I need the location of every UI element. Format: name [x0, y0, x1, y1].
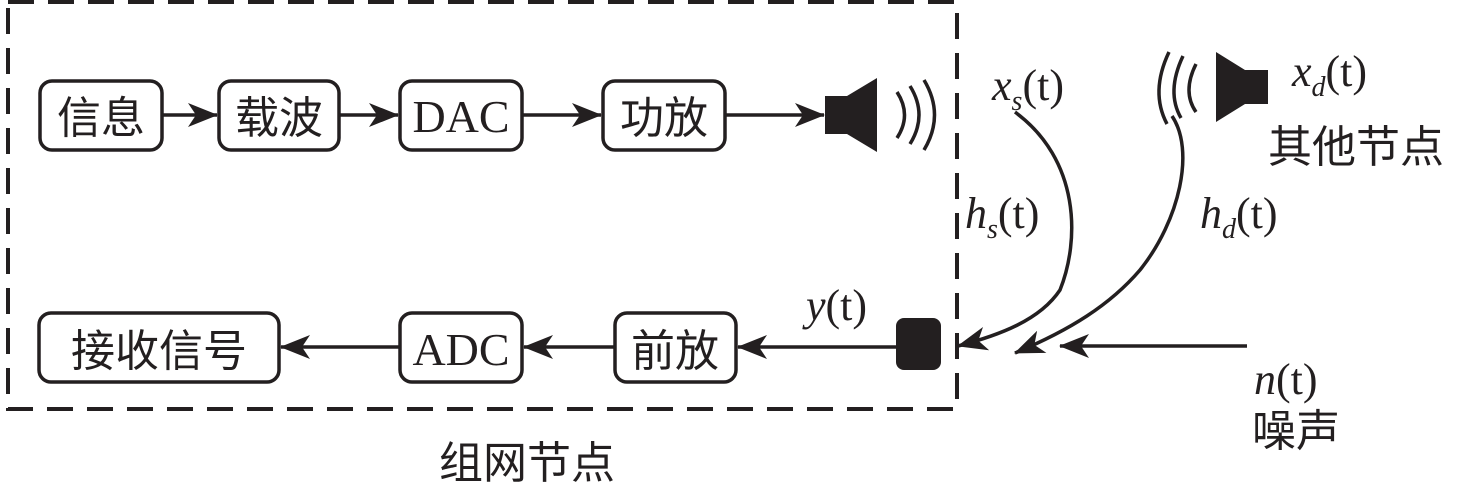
label-y: y(t)	[802, 281, 867, 330]
channel-path-hd	[1014, 115, 1185, 355]
rx-block-received[interactable]: 接收信号	[37, 311, 281, 384]
label-xd: xd(t)	[1291, 47, 1367, 103]
speaker-icon	[825, 78, 937, 152]
hydrophone-icon	[896, 318, 941, 370]
tx-block-carrier-label: 载波	[235, 93, 323, 144]
rx-block-preamp-label: 前放	[631, 326, 719, 377]
node-group-label: 组网节点	[439, 438, 615, 489]
rx-block-preamp[interactable]: 前放	[613, 311, 738, 384]
label-hs: hs(t)	[965, 189, 1039, 245]
tx-block-carrier[interactable]: 载波	[217, 79, 341, 152]
tx-block-dac-label: DAC	[412, 91, 509, 142]
other-speaker-icon	[1157, 51, 1268, 125]
rx-block-adc-label: ADC	[412, 324, 509, 375]
tx-block-info[interactable]: 信息	[38, 79, 164, 152]
other-node-label: 其他节点	[1268, 122, 1444, 173]
tx-block-pa-label: 功放	[620, 93, 708, 144]
channel-path-hs	[957, 110, 1074, 351]
label-n: n(t)	[1254, 355, 1318, 404]
tx-block-info-label: 信息	[57, 93, 145, 144]
rx-block-received-label: 接收信号	[71, 326, 247, 377]
tx-block-pa[interactable]: 功放	[601, 79, 727, 152]
label-hd: hd(t)	[1200, 189, 1278, 245]
label-xs: xs(t)	[991, 61, 1064, 117]
rx-block-adc[interactable]: ADC	[398, 311, 524, 384]
noise-label: 噪声	[1252, 406, 1340, 457]
tx-block-dac[interactable]: DAC	[398, 79, 524, 152]
